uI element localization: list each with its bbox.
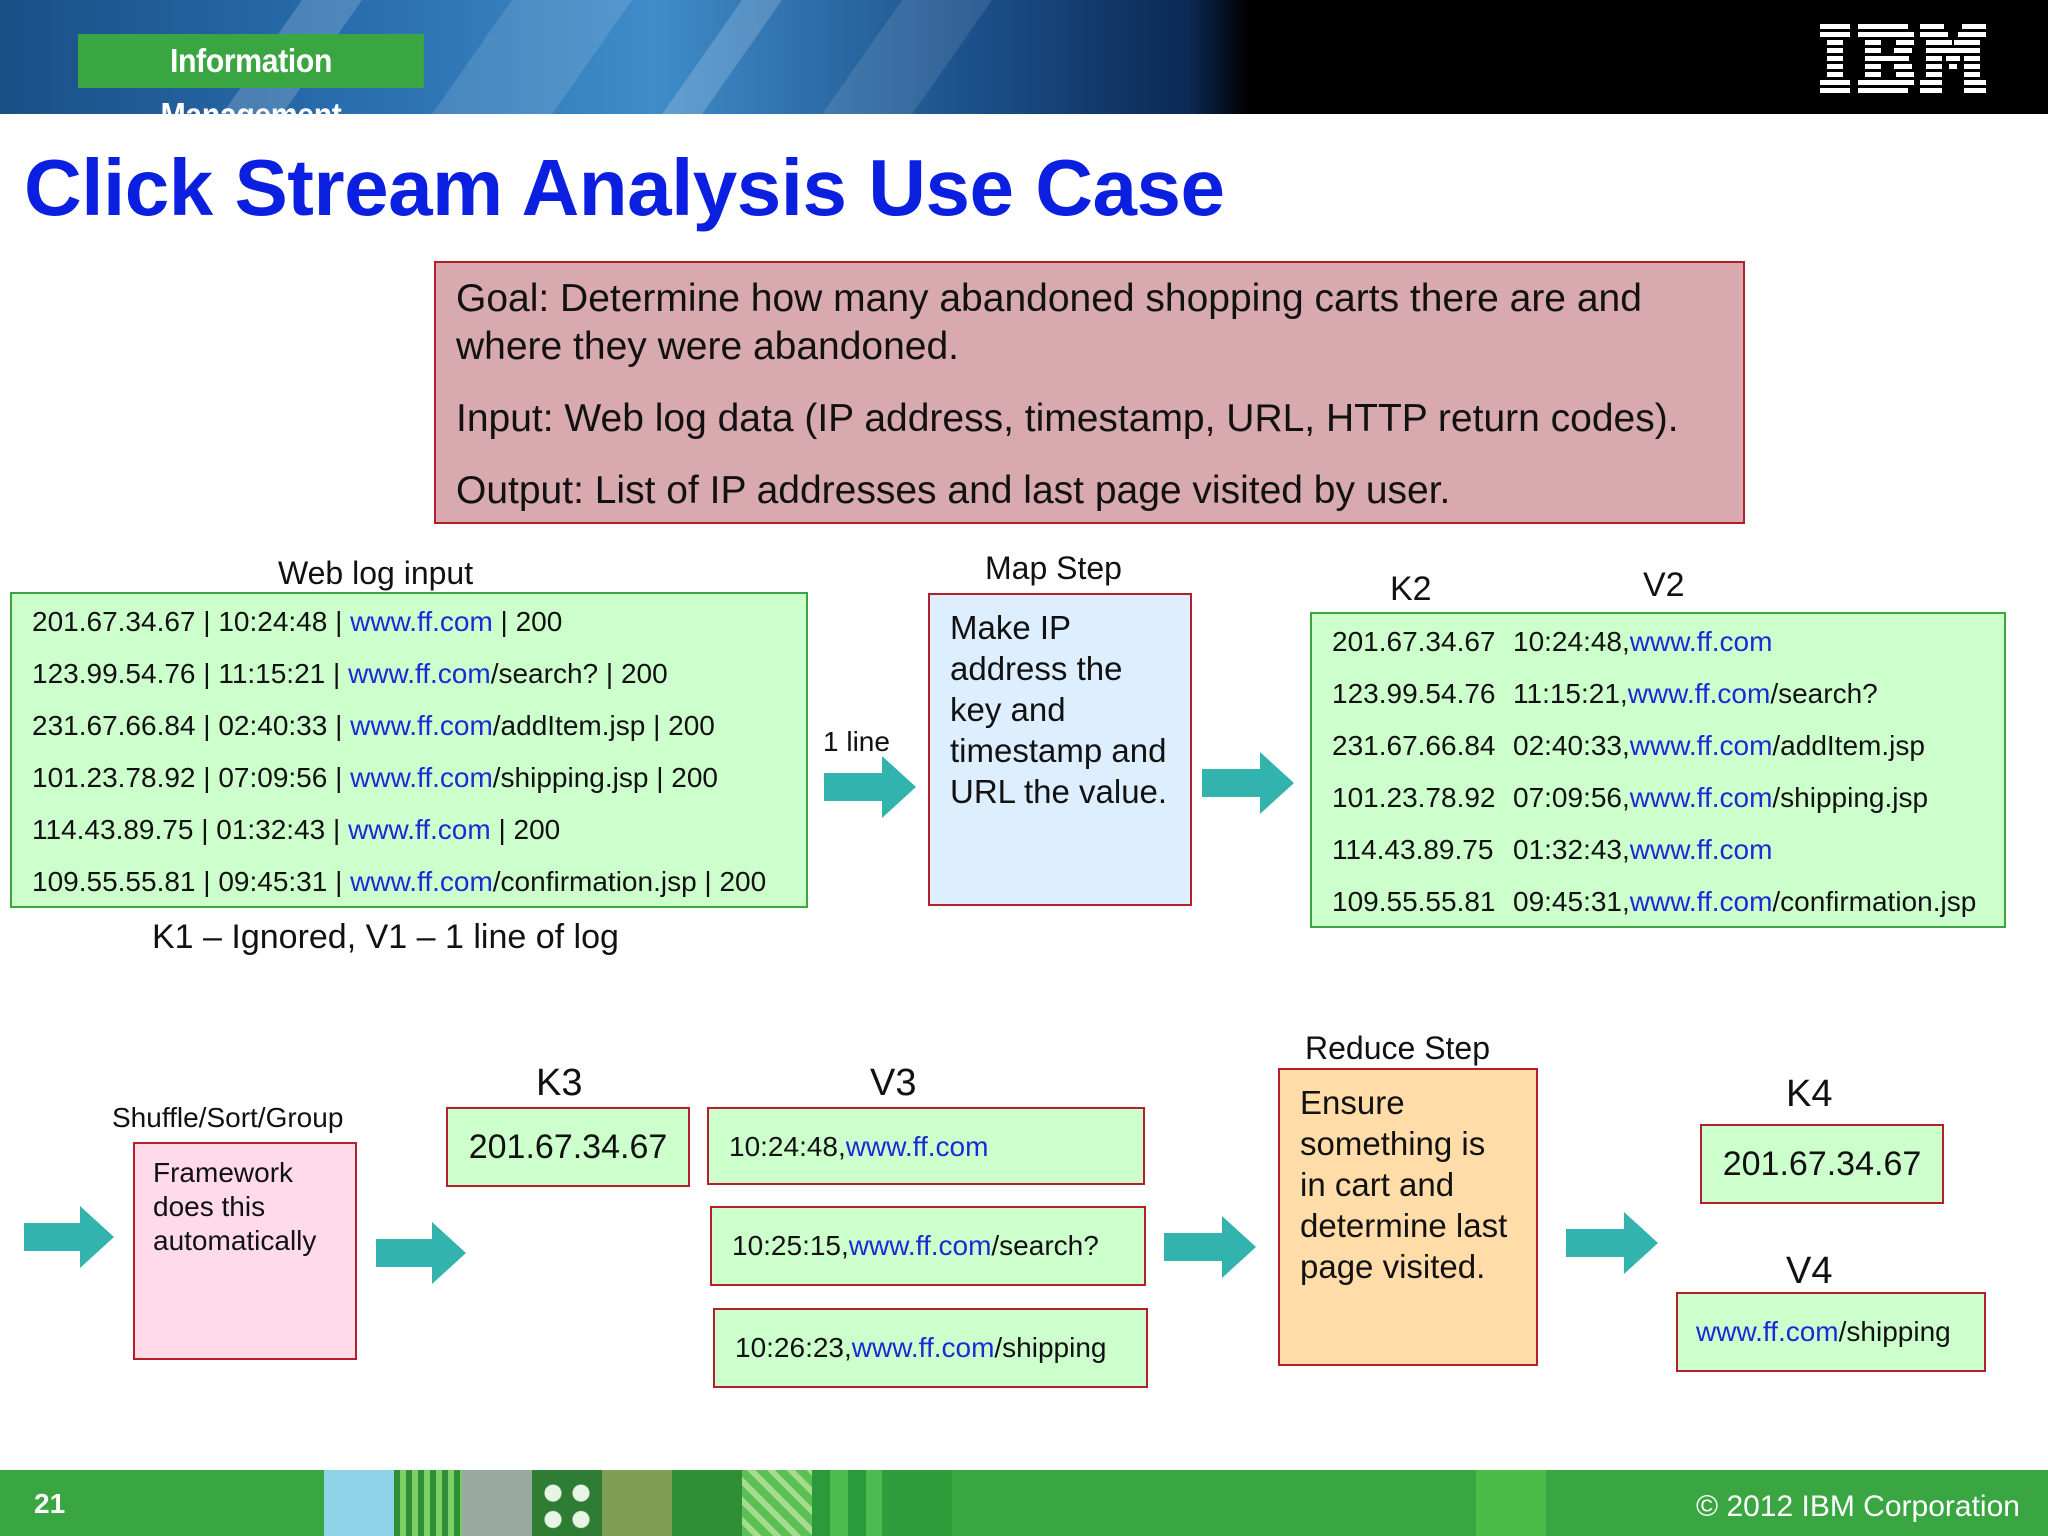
goal-box: Goal: Determine how many abandoned shopp… [434,261,1745,524]
footer-decoration [462,1470,532,1536]
footer-bar [0,1470,2048,1536]
web-log-line: 114.43.89.75 | 01:32:43 | www.ff.com | 2… [32,814,561,845]
web-log-heading: Web log input [278,555,474,591]
arrow-right-icon [1566,1212,1658,1274]
web-log-line: 101.23.78.92 | 07:09:56 | www.ff.com/shi… [32,762,718,793]
v3-box-1: 10:24:48,www.ff.com [707,1107,1145,1185]
footer-decoration [742,1470,812,1536]
arrow-right-icon [824,756,916,818]
v3-line-2: 10:25:15,www.ff.com/search? [732,1230,1099,1261]
arrow-right-icon [1164,1216,1256,1278]
web-log-box: 201.67.34.67 | 10:24:48 | www.ff.com | 2… [10,592,808,908]
web-log-caption: K1 – Ignored, V1 – 1 line of log [152,918,619,956]
footer-decoration [812,1470,882,1536]
k4-value-box: 201.67.34.67 [1700,1124,1944,1204]
footer-decoration [1476,1470,1546,1536]
v3-box-2: 10:25:15,www.ff.com/search? [710,1206,1146,1286]
v4-line: www.ff.com/shipping [1696,1316,1951,1347]
k3-value-box: 201.67.34.67 [446,1107,690,1187]
k2-label: K2 [1390,570,1432,608]
arrow-right-icon [24,1206,114,1268]
v3-label: V3 [870,1062,917,1104]
footer-decoration [602,1470,672,1536]
v3-box-3: 10:26:23,www.ff.com/shipping [713,1308,1148,1388]
page-number: 21 [34,1488,66,1519]
map-step-box: Make IP address the key and timestamp an… [928,593,1192,906]
shuffle-heading: Shuffle/Sort/Group [112,1102,344,1133]
k4-label: K4 [1786,1073,1833,1115]
shuffle-box: Framework does this automatically [133,1142,357,1360]
web-log-line: 109.55.55.81 | 09:45:31 | www.ff.com/con… [32,866,767,897]
web-log-line: 201.67.34.67 | 10:24:48 | www.ff.com | 2… [32,606,563,637]
arrow-right-icon [376,1222,466,1284]
v3-line-3: 10:26:23,www.ff.com/shipping [735,1332,1107,1363]
goal-text: Goal: Determine how many abandoned shopp… [456,277,1642,368]
footer-decoration [672,1470,742,1536]
arrow-right-icon [1202,752,1294,814]
one-line-label: 1 line [823,726,890,757]
v2-label: V2 [1643,566,1685,604]
web-log-line: 123.99.54.76 | 11:15:21 | www.ff.com/sea… [32,658,668,689]
slide-title: Click Stream Analysis Use Case [24,143,1225,232]
reduce-step-heading: Reduce Step [1305,1030,1491,1066]
web-log-line: 231.67.66.84 | 02:40:33 | www.ff.com/add… [32,710,715,741]
footer-decoration [394,1470,462,1536]
reduce-step-box: Ensure something is in cart and determin… [1278,1068,1538,1366]
footer-decoration [532,1470,602,1536]
input-text: Input: Web log data (IP address, timesta… [456,397,1679,440]
footer-decoration [882,1470,952,1536]
v4-value-box: www.ff.com/shipping [1676,1292,1986,1372]
map-step-heading: Map Step [985,550,1122,586]
copyright: © 2012 IBM Corporation [1696,1490,2020,1523]
ibm-logo [1820,24,1986,93]
information-management-badge: Information Management [78,34,424,133]
footer-decoration [324,1470,394,1536]
v3-line-1: 10:24:48,www.ff.com [729,1131,989,1162]
output-text: Output: List of IP addresses and last pa… [456,469,1451,512]
v4-label: V4 [1786,1250,1833,1292]
k3-label: K3 [536,1062,583,1104]
